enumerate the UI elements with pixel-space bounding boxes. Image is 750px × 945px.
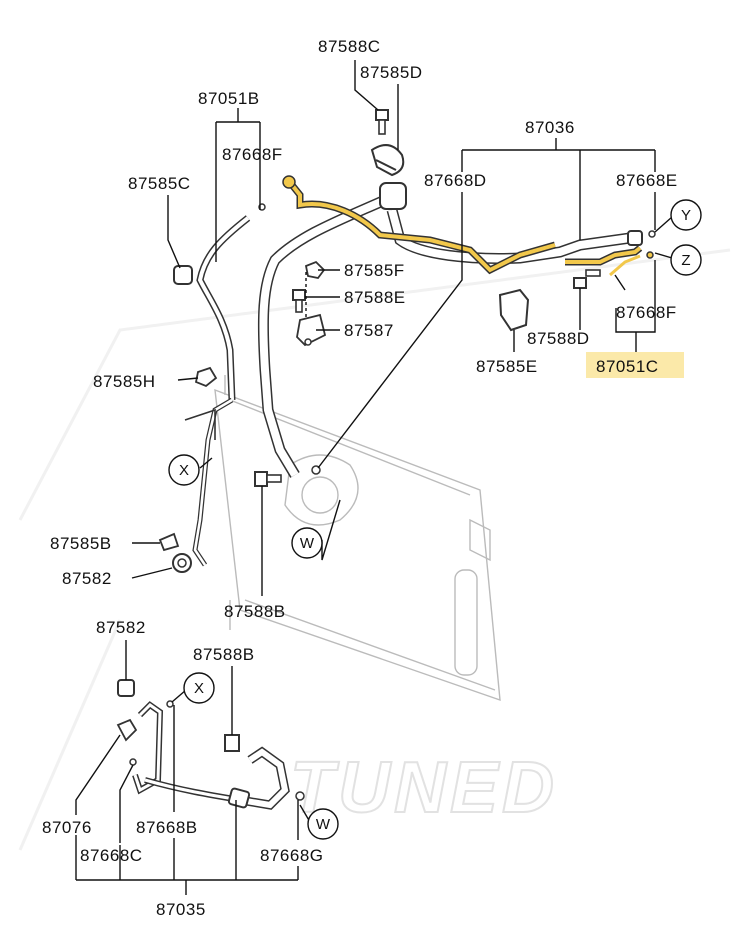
hose-87051C-highlight: [282, 175, 643, 277]
callout-y: Y: [670, 199, 702, 231]
label-87588D: 87588D: [527, 329, 590, 348]
label-87051B: 87051B: [198, 89, 260, 108]
label-87585E: 87585E: [476, 357, 538, 376]
label-87668D: 87668D: [424, 171, 487, 190]
hose-87035: [116, 679, 305, 810]
label-87036: 87036: [525, 118, 575, 137]
label-87668B: 87668B: [136, 818, 198, 837]
hose-87036-main: [257, 182, 643, 478]
callout-w-bottom-text: W: [316, 816, 331, 833]
label-87668F-top: 87668F: [222, 145, 283, 164]
part-87585F-clip: [304, 260, 326, 279]
watermark: TUNED: [18, 248, 731, 851]
label-87588C: 87588C: [318, 37, 381, 56]
callout-w-top-text: W: [300, 535, 315, 552]
label-87668C: 87668C: [80, 846, 143, 865]
label-87668G: 87668G: [260, 846, 324, 865]
label-87076: 87076: [42, 818, 92, 837]
callout-x-bottom-text: X: [194, 680, 204, 697]
part-87585C-grommet: [173, 265, 193, 285]
label-87585C: 87585C: [128, 174, 191, 193]
part-87585H-clip: [194, 366, 218, 388]
condenser-ghost: [214, 375, 501, 702]
callout-x-top-text: X: [179, 462, 189, 479]
label-87051C: 87051C: [596, 357, 659, 376]
callout-w-bottom: W: [307, 808, 339, 840]
label-87668F-right: 87668F: [616, 303, 677, 322]
label-87582-bottom: 87582: [96, 618, 146, 637]
callout-x-bottom: X: [183, 672, 215, 704]
callout-w-top: W: [291, 527, 323, 559]
label-87582-top: 87582: [62, 569, 112, 588]
leader-lines: [75, 60, 673, 895]
callout-y-text: Y: [681, 207, 691, 224]
part-87588C-bolt: [375, 109, 389, 135]
part-87585B-clip: [158, 532, 180, 552]
label-87588B-mid: 87588B: [224, 602, 286, 621]
callout-z: Z: [670, 244, 702, 276]
label-87587: 87587: [344, 321, 394, 340]
part-87588D-bolt: [573, 269, 601, 289]
label-87585F: 87585F: [344, 261, 405, 280]
label-87585B: 87585B: [50, 534, 112, 553]
part-87582-nut: [172, 553, 192, 573]
part-87585E-clip: [498, 288, 530, 332]
callout-x-top: X: [168, 454, 200, 486]
label-87585D: 87585D: [360, 63, 423, 82]
label-87668E: 87668E: [616, 171, 678, 190]
callout-z-text: Z: [681, 252, 690, 269]
label-87035: 87035: [156, 900, 206, 919]
label-87585H: 87585H: [93, 372, 156, 391]
part-87587-bracket: [296, 313, 327, 347]
hose-87051B: [184, 215, 251, 567]
label-87588B-bottom: 87588B: [193, 645, 255, 664]
part-87588B-bolt: [254, 471, 282, 487]
part-labels: 87588C 87585D 87051B 87036 87668F 87668D…: [42, 37, 678, 919]
part-87585D-clamp: [370, 144, 405, 177]
highlight-box-87051C: [586, 352, 684, 378]
label-87588E: 87588E: [344, 288, 406, 307]
part-87588E-bolt: [292, 289, 306, 313]
